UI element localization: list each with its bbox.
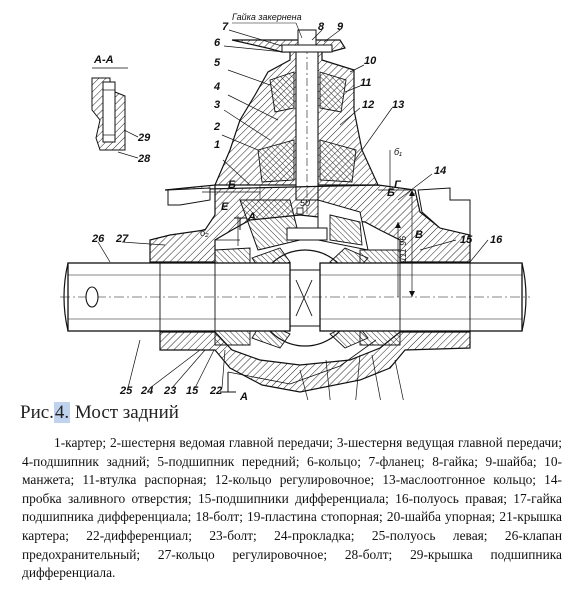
callout-12: 12	[362, 99, 374, 111]
callout-labels: 1 2 3 4 5 6 7 8 9 10 11 12 13 14 15 16 1…	[91, 21, 503, 397]
callout-5: 5	[214, 57, 221, 69]
top-note: Гайка закернена	[232, 12, 303, 39]
caption-number: 4.	[53, 402, 71, 423]
callout-27: 27	[115, 233, 129, 245]
label-g: Г	[394, 179, 402, 191]
callout-6: 6	[214, 37, 221, 49]
callout-7: 7	[222, 21, 229, 33]
callout-9: 9	[337, 21, 344, 33]
callout-15: 15	[460, 234, 473, 246]
axle-shafts	[60, 261, 530, 333]
label-50: 50	[300, 198, 310, 208]
section-aa-label: А-А	[93, 54, 114, 66]
callout-16: 16	[490, 234, 503, 246]
parts-legend: 1-картер; 2-шестерня ведомая главной пер…	[22, 435, 562, 581]
callout-1: 1	[214, 139, 220, 151]
callout-3: 3	[214, 99, 220, 111]
caption-title: Мост задний	[70, 402, 179, 423]
callout-26: 26	[91, 233, 105, 245]
leader-lines	[97, 29, 489, 400]
callout-22b: 15	[186, 385, 199, 397]
callout-22: 22	[209, 385, 222, 397]
callout-14: 14	[434, 165, 446, 177]
dimension-lines	[202, 150, 415, 393]
callout-2: 2	[213, 121, 220, 133]
callout-8: 8	[318, 21, 325, 33]
callout-23: 23	[163, 385, 176, 397]
callout-28: 28	[137, 153, 151, 165]
label-b-right: Б	[387, 187, 395, 199]
section-aa-detail: А-А	[91, 54, 139, 159]
label-a-left: А	[247, 211, 256, 223]
rear-axle-drawing: А-А	[60, 12, 530, 400]
label-a-bottom: А	[239, 391, 248, 400]
label-e: Е	[221, 201, 229, 213]
callout-29: 29	[137, 132, 151, 144]
callout-10: 10	[364, 55, 377, 67]
main-housing	[149, 184, 471, 393]
callout-25: 25	[119, 385, 133, 397]
nut-note-label: Гайка закернена	[232, 12, 302, 22]
callout-4: 4	[213, 81, 220, 93]
callout-11: 11	[360, 77, 371, 89]
label-v: В	[415, 229, 423, 241]
label-d2: б₂	[200, 228, 209, 238]
label-111-96: 111 96	[398, 236, 408, 262]
label-b-upper: Б	[228, 179, 236, 191]
label-d1: б₁	[394, 147, 402, 157]
callout-24: 24	[140, 385, 153, 397]
caption-prefix: Рис.	[20, 402, 54, 423]
figure-caption: Рис.4. Мост задний	[20, 402, 179, 424]
callout-13: 13	[392, 99, 404, 111]
dimension-labels: Б Б В Г А А б₁ б₂ Е 50 111 96	[200, 147, 423, 400]
